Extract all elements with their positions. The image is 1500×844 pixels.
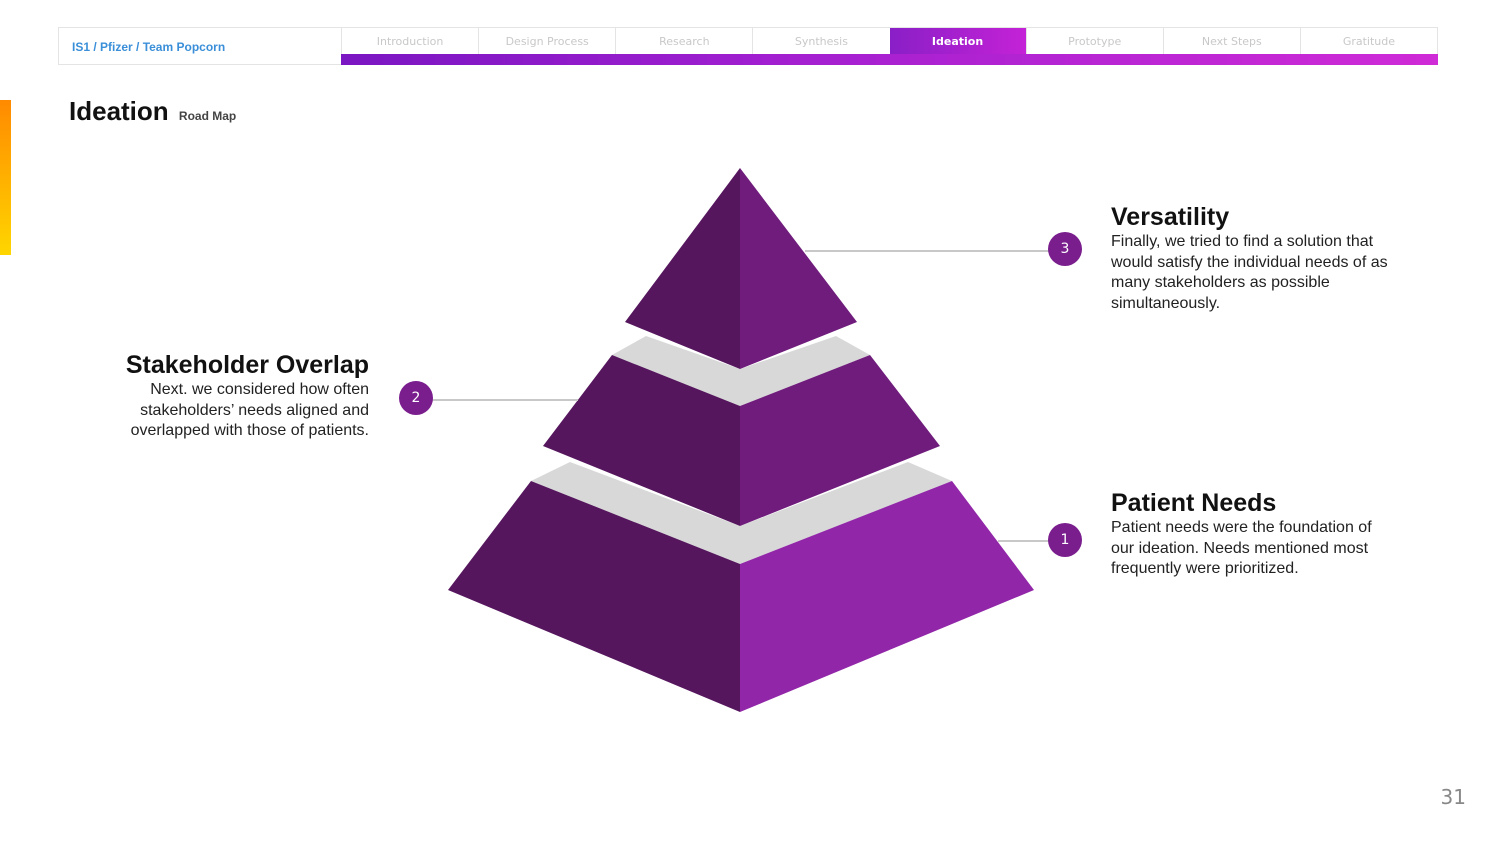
page-number: 31 — [1441, 785, 1466, 809]
level-2-description: Next. we considered how often stakeholde… — [99, 380, 369, 442]
level-3-marker: 3 — [1048, 232, 1082, 266]
level-1-title: Patient Needs — [1111, 488, 1276, 518]
level-1-marker: 1 — [1048, 523, 1082, 557]
level-3-title: Versatility — [1111, 202, 1229, 232]
level-2-title: Stakeholder Overlap — [69, 350, 369, 380]
connector-line-3 — [805, 250, 1050, 252]
level-3-description: Finally, we tried to find a solution tha… — [1111, 232, 1396, 314]
connector-line-2 — [432, 399, 578, 401]
connector-line-1 — [998, 540, 1050, 542]
level-2-marker: 2 — [399, 381, 433, 415]
level-1-description: Patient needs were the foundation of our… — [1111, 518, 1396, 580]
